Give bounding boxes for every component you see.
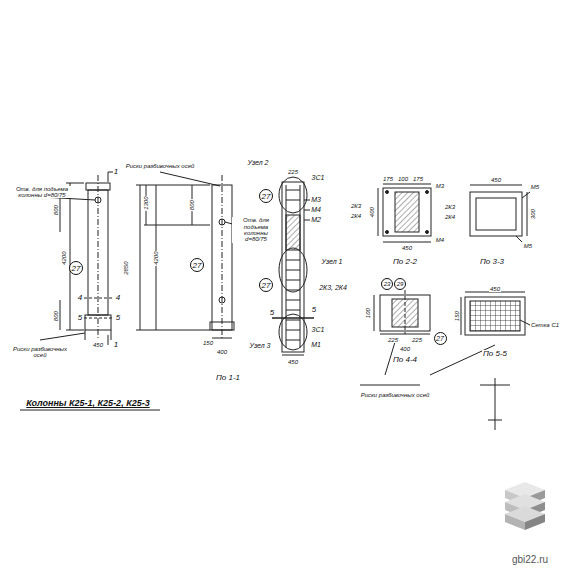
- label-text: 400: [399, 346, 411, 352]
- label-text: 225: [287, 169, 299, 175]
- callout-number: 27: [193, 261, 202, 270]
- label-text: 5: [311, 306, 317, 314]
- dimension-text: 800: [53, 310, 59, 322]
- label-text: 5: [269, 309, 275, 317]
- label-text: 150: [202, 340, 214, 346]
- label-text: Риски разбивочных осей: [349, 392, 441, 398]
- dimension-text: 4200: [61, 250, 67, 265]
- callout-circle: 27: [190, 258, 204, 272]
- callout-number: 27: [436, 335, 444, 342]
- dimension-text: 800: [189, 199, 195, 211]
- label-text: 2К4: [350, 213, 362, 219]
- label-text: 5: [115, 314, 121, 322]
- label-text: 175: [412, 176, 424, 182]
- label-text: По 4-4: [392, 356, 418, 364]
- label-text: Сетка С1: [530, 322, 560, 328]
- label-text: М5: [530, 184, 540, 190]
- label-text: 100: [397, 176, 409, 182]
- label-text: Узел 3: [248, 342, 271, 349]
- label-text: М3: [435, 183, 445, 189]
- label-text: Узел 1: [320, 258, 343, 265]
- label-text: 225: [387, 337, 399, 343]
- label-text: По 5-5: [482, 350, 508, 358]
- label-text: 5: [77, 314, 83, 322]
- label-text: 2К4: [444, 214, 456, 220]
- label-text: 4: [77, 294, 83, 302]
- callout-circle: 23: [381, 278, 393, 290]
- callout-number: 27: [262, 281, 271, 290]
- label-text: Риски разбивочных осей: [124, 163, 196, 169]
- dimension-text: 100: [365, 307, 371, 319]
- callout-circle: 27: [69, 261, 83, 275]
- label-text: М2: [310, 216, 322, 223]
- label-text: 3С1: [311, 326, 326, 333]
- dimension-text: 150: [454, 310, 460, 322]
- callout-circle: 27: [434, 332, 447, 345]
- label-text: 450: [287, 359, 299, 365]
- label-text: 2К3: [444, 204, 456, 210]
- label-text: По 1-1: [215, 374, 241, 382]
- label-text: М1: [310, 341, 322, 348]
- label-text: М4: [435, 237, 445, 243]
- label-text: 450: [489, 286, 501, 292]
- callout-number: 23: [384, 281, 391, 287]
- label-text: М5: [523, 243, 533, 249]
- dimension-text: 400: [369, 206, 375, 218]
- label-text: Отв. для подъема колонны d=80/75: [10, 186, 74, 199]
- label-text: 450: [401, 245, 413, 251]
- callout-number: 29: [397, 281, 404, 287]
- callout-number: 27: [72, 264, 81, 273]
- callout-number: 27: [262, 192, 271, 201]
- label-text: По 2-2: [392, 258, 418, 266]
- label-text: 1: [113, 168, 119, 176]
- label-text: 1: [113, 341, 119, 349]
- drawing-title: Колонны К25-1, К25-2, К25-3: [26, 398, 149, 408]
- callout-circle: 27: [259, 189, 273, 203]
- label-text: 450: [490, 177, 502, 183]
- label-text: 2К3: [350, 203, 362, 209]
- dimension-text: 2850: [123, 260, 129, 275]
- label-text: Отв. для подъема колонны d=80/75: [232, 217, 280, 242]
- label-text: 3С1: [311, 174, 326, 181]
- label-text: 175: [382, 176, 394, 182]
- label-text: 400: [216, 349, 228, 355]
- dimension-text: 300: [530, 208, 536, 220]
- dimension-text: 1300: [143, 195, 149, 210]
- label-text: М4: [310, 206, 322, 213]
- dimension-text: 800: [53, 204, 59, 216]
- label-text: М3: [310, 196, 322, 203]
- callout-circle: 29: [394, 278, 406, 290]
- label-text: 4: [115, 294, 121, 302]
- callout-circle: 27: [259, 278, 273, 292]
- label-text: 2К3, 2К4: [318, 284, 348, 291]
- label-text: По 3-3: [479, 258, 505, 266]
- label-text: 450: [92, 342, 104, 348]
- label-text: 225: [411, 337, 423, 343]
- label-text: gbi22.ru: [511, 555, 549, 566]
- label-text: Узел 2: [246, 159, 269, 166]
- label-text: Риски разбивочных осей: [8, 346, 72, 359]
- dimension-text: 4200: [153, 250, 159, 265]
